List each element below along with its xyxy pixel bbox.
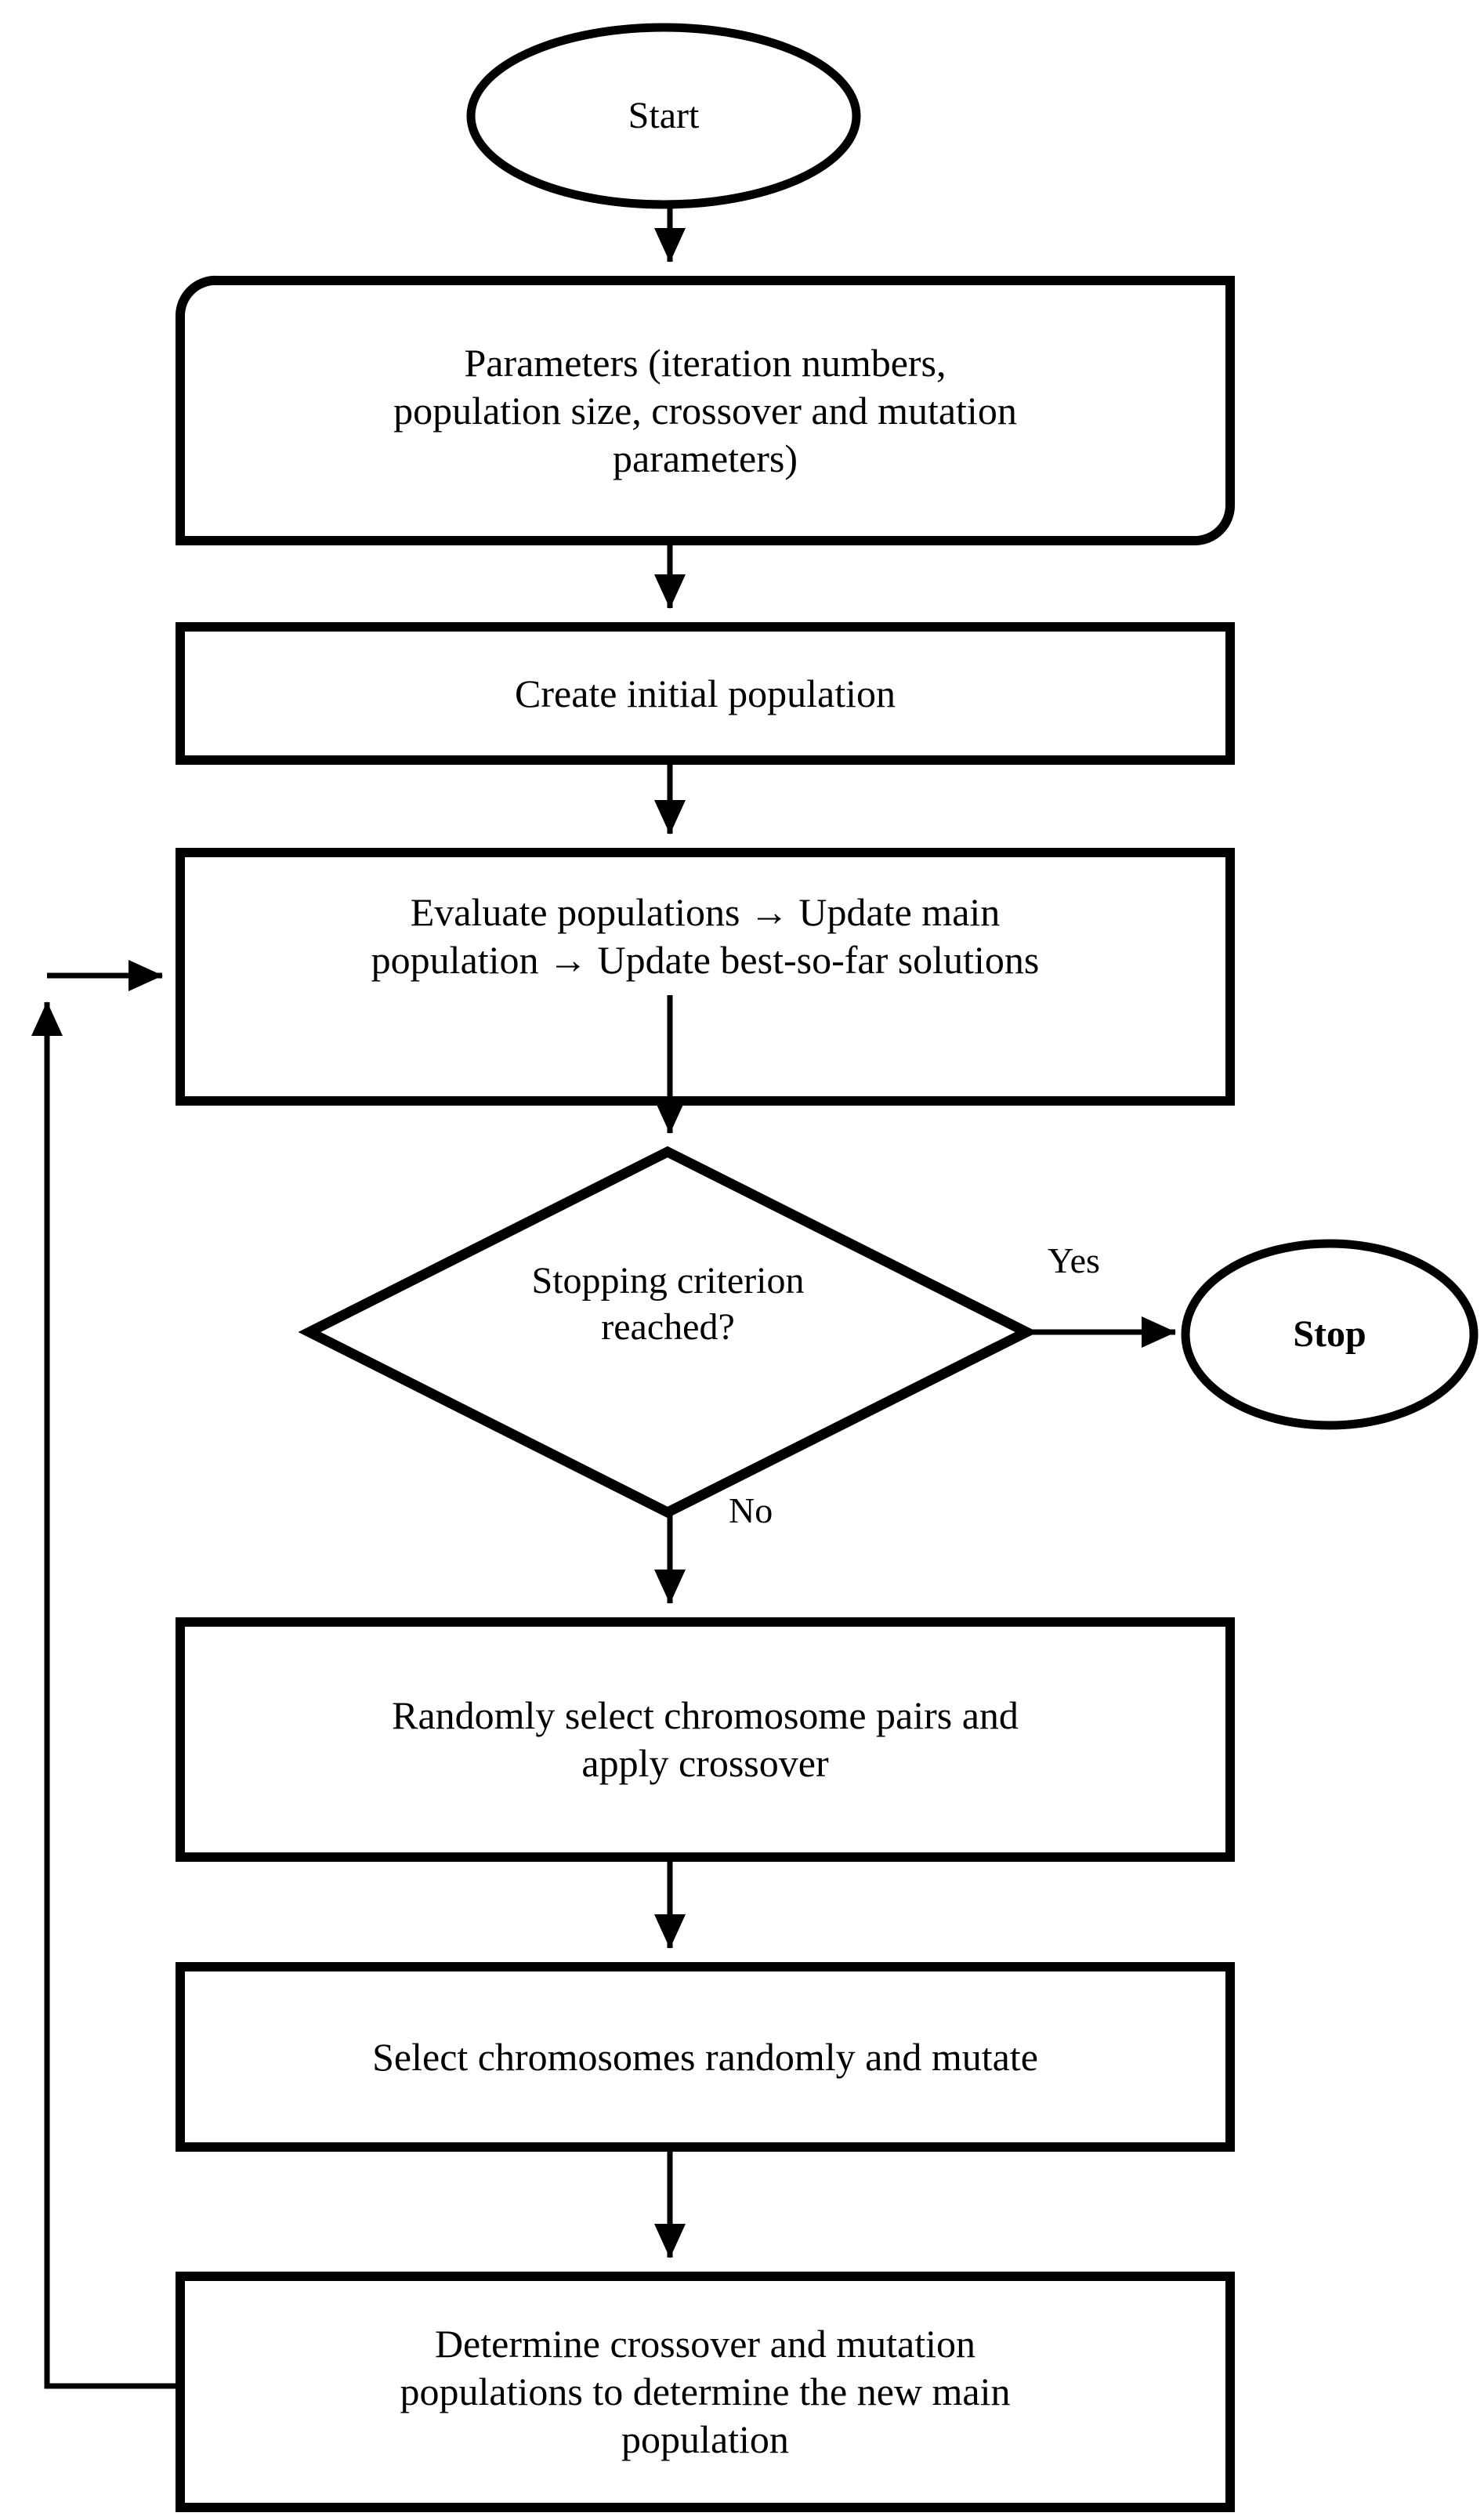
connector-feedback-loop [31,1001,180,2389]
node-decision-shape [298,1146,1038,1519]
node-crossover-shape [176,1617,1235,1862]
node-mutate-shape [176,1962,1235,2152]
node-create-population-shape [176,622,1235,765]
node-parameters-shape [175,275,1235,545]
node-stop-shape [1181,1239,1479,1430]
node-start-shape [466,23,861,209]
edge-label-no: No [729,1490,773,1530]
node-evaluate-shape [176,848,1235,1106]
edge-label-yes: Yes [1048,1240,1100,1280]
node-determine-shape [176,2272,1235,2512]
